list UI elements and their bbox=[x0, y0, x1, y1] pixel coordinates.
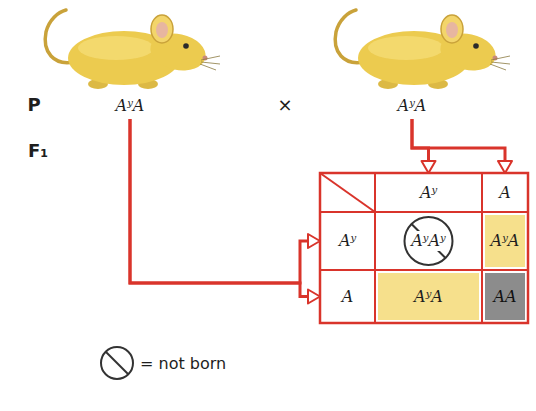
cross-symbol: × bbox=[277, 94, 292, 115]
genotype-text: AʸA bbox=[116, 96, 145, 115]
lethal-genotype-cell: AʸAʸ bbox=[377, 214, 480, 268]
genotype-text: AʸAʸ bbox=[410, 231, 446, 250]
row-header: Aʸ bbox=[320, 212, 375, 270]
genotype-text: AA bbox=[493, 287, 516, 306]
genotype-text: Aʸ bbox=[339, 231, 356, 250]
genotype-text: A bbox=[342, 287, 354, 306]
generation-label: P bbox=[27, 94, 40, 115]
inheritance-arrow bbox=[412, 119, 512, 173]
column-header: A bbox=[482, 173, 528, 212]
inheritance-arrow bbox=[412, 119, 436, 173]
legend-text: = not born bbox=[140, 354, 226, 373]
yellow-genotype-cell: AʸA bbox=[378, 273, 479, 320]
genotype-text: AʸA bbox=[491, 231, 520, 250]
not-born-symbol bbox=[101, 347, 133, 379]
genotype-text: AʸA bbox=[398, 96, 427, 115]
generation-label: F₁ bbox=[28, 140, 48, 161]
genotype-text: Aʸ bbox=[420, 183, 437, 202]
row-header: A bbox=[320, 270, 375, 323]
yellow-mouse bbox=[45, 10, 220, 89]
punnett-grid bbox=[320, 173, 528, 323]
parent-genotype: AʸA bbox=[394, 94, 431, 118]
genotype-text: AʸA bbox=[414, 287, 443, 306]
yellow-mouse bbox=[335, 10, 510, 89]
parent-genotype: AʸA bbox=[112, 94, 149, 118]
genotype-text: A bbox=[499, 183, 511, 202]
column-header: Aʸ bbox=[375, 173, 482, 212]
inheritance-arrow bbox=[130, 119, 320, 304]
agouti-genotype-cell: AA bbox=[485, 273, 525, 320]
yellow-genotype-cell: AʸA bbox=[485, 215, 525, 267]
inheritance-arrow bbox=[130, 119, 320, 283]
